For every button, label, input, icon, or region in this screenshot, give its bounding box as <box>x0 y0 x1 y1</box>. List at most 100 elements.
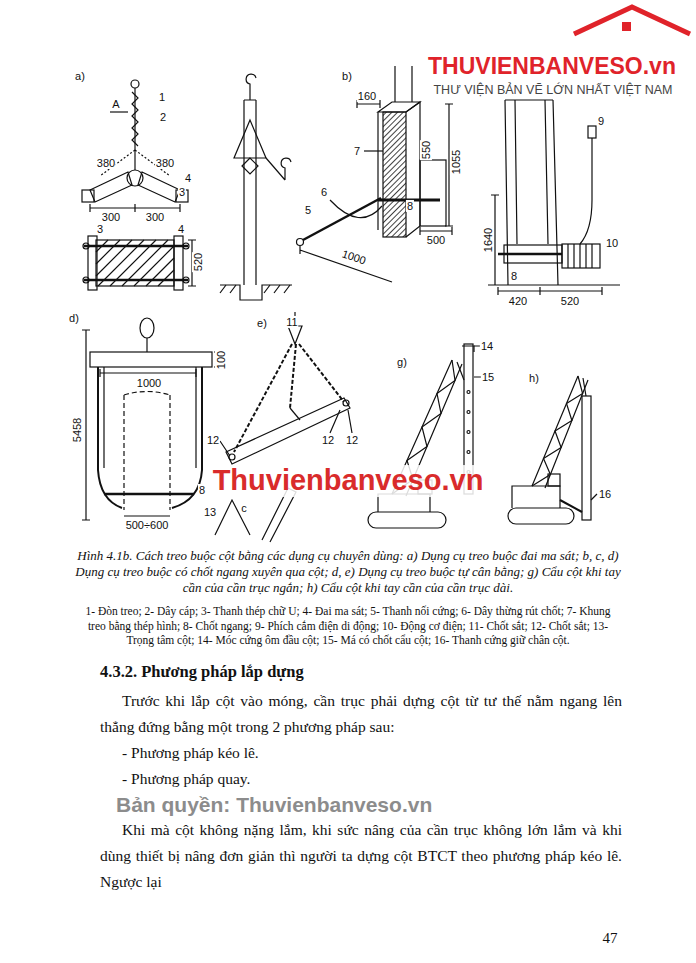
short-boom-crane <box>467 431 470 434</box>
callout-label: b) <box>341 70 353 82</box>
pin-frame-figure <box>383 112 406 237</box>
long-boom-crane <box>508 508 574 524</box>
balancing-chain-rig <box>215 312 352 542</box>
section-heading: 4.3.2. Phương pháp lắp dựng <box>100 662 628 682</box>
self-balancing-beam <box>124 392 170 511</box>
friction-clamp-figure <box>132 92 138 146</box>
callout-label: 6 <box>320 186 328 198</box>
column-with-hooks <box>220 74 292 300</box>
pin-frame-figure <box>300 246 392 282</box>
self-balancing-beam <box>140 318 154 338</box>
long-boom-crane <box>583 378 586 396</box>
friction-clamp-figure <box>83 277 89 283</box>
watermark: Bản quyền: Thuvienbanveso.vn <box>116 792 628 817</box>
callout-label: 12 <box>206 434 220 446</box>
friction-clamp-figure <box>83 243 89 249</box>
pin-frame-figure <box>297 66 454 282</box>
watermark-slogan: THƯ VIỆN BẢN VẼ LỚN NHẤT VIỆT NAM <box>432 84 673 98</box>
callout-label: 520 <box>560 295 580 307</box>
callout-label: A <box>111 98 120 110</box>
callout-label: 5 <box>304 204 312 216</box>
long-boom-crane <box>591 494 597 500</box>
friction-clamp-figure <box>82 80 196 290</box>
motor-pin-figure <box>488 284 620 285</box>
balancing-chain-rig <box>220 410 352 456</box>
self-balancing-beam <box>98 367 202 508</box>
pin-frame-figure <box>406 102 420 237</box>
friction-clamp-figure <box>84 246 188 280</box>
pin-frame-figure <box>330 200 382 218</box>
callout-label: 1055 <box>450 149 462 175</box>
friction-clamp-figure <box>138 172 180 202</box>
callout-label: g) <box>396 356 408 368</box>
long-boom-crane <box>560 500 582 512</box>
motor-pin-figure <box>515 100 548 244</box>
callout-label: 13 <box>203 506 217 518</box>
pin-frame-figure <box>364 150 383 151</box>
logo-roof <box>574 7 690 34</box>
callout-label: 1000 <box>340 247 369 267</box>
long-boom-crane <box>508 376 597 524</box>
column-with-hooks <box>234 120 266 158</box>
column-with-hooks <box>220 285 290 293</box>
callout-label: 550 <box>420 140 432 160</box>
short-boom-crane <box>368 344 481 528</box>
pin-frame-figure <box>297 239 304 246</box>
self-balancing-beam <box>90 352 212 367</box>
callout-label: 12 <box>345 434 359 446</box>
long-boom-crane <box>512 486 560 508</box>
callout-label: a) <box>74 70 86 82</box>
logo-roof <box>574 7 690 34</box>
self-balancing-beam <box>104 493 194 496</box>
friction-clamp-figure <box>183 277 189 283</box>
callout-label: 4 <box>177 223 185 235</box>
callout-label: 380 <box>96 157 116 169</box>
callout-label: 300 <box>101 211 121 223</box>
friction-clamp-figure <box>88 236 97 290</box>
list-item: - Phương pháp kéo lê. <box>122 740 628 766</box>
callout-label: 7 <box>353 145 361 157</box>
page-number: 47 <box>602 930 619 947</box>
callout-label: 9 <box>597 115 605 127</box>
short-boom-crane <box>467 451 470 454</box>
callout-label: 160 <box>357 90 377 102</box>
callout-label: 11 <box>285 316 298 328</box>
callout-label: 2 <box>159 111 167 123</box>
callout-label: 4 <box>184 172 192 184</box>
column-with-hooks <box>266 158 291 180</box>
friction-clamp-figure <box>174 236 183 290</box>
logo-roof <box>622 22 631 31</box>
balancing-chain-rig <box>234 344 344 452</box>
callout-label: 15 <box>481 371 495 383</box>
short-boom-crane <box>467 411 470 414</box>
callout-label: 520 <box>192 252 204 272</box>
callout-label: 500 <box>426 234 446 246</box>
motor-pin-figure <box>580 138 592 244</box>
long-boom-crane <box>532 376 583 486</box>
friction-clamp-figure <box>183 243 189 249</box>
callout-label: d) <box>68 312 80 324</box>
short-boom-crane <box>467 391 470 394</box>
callout-label: 8 <box>406 200 414 212</box>
text-flow: Hình 4.1b. Cách treo buộc cột bằng các d… <box>68 548 628 895</box>
short-boom-crane <box>457 362 464 380</box>
friction-clamp-figure <box>110 111 128 112</box>
body-paragraph: Trước khi lắp cột vào móng, cần trục phả… <box>100 688 622 740</box>
callout-label: 3 <box>178 186 186 198</box>
legend-key-text: 1- Đòn treo; 2- Dây cáp; 3- Thanh thép c… <box>68 604 628 648</box>
column-with-hooks <box>246 74 256 100</box>
self-balancing-beam <box>146 338 147 352</box>
self-balancing-beam <box>104 367 196 468</box>
callout-label: 12 <box>321 434 335 446</box>
self-balancing-beam <box>124 515 170 516</box>
watermark-logo: THUVIENBANVESO.vn <box>427 54 677 79</box>
callout-label: e) <box>256 317 268 329</box>
balancing-chain-rig <box>343 400 349 406</box>
callout-label: 380 <box>155 157 175 169</box>
self-balancing-beam <box>82 318 222 520</box>
friction-clamp-figure <box>82 190 94 202</box>
pin-frame-figure <box>395 66 412 102</box>
callout-label: 14 <box>480 340 494 352</box>
long-boom-crane <box>532 376 588 488</box>
motor-pin-figure <box>498 253 562 256</box>
